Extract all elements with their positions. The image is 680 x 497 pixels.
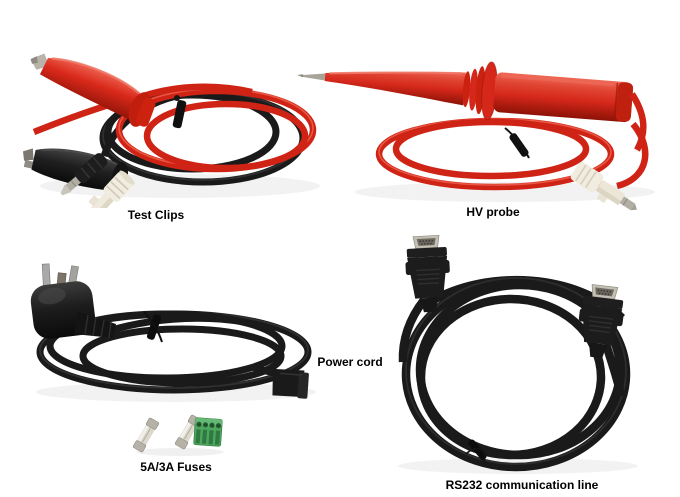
fuses-label: 5A/3A Fuses	[140, 460, 212, 474]
hv-probe-body	[297, 61, 634, 123]
fuse	[132, 417, 160, 453]
terminal-block	[193, 417, 223, 447]
hv-probe-label: HV probe	[466, 205, 520, 219]
shadow	[136, 448, 224, 456]
hv-probe-cable-over	[629, 92, 647, 152]
test-clips-label: Test Clips	[127, 208, 185, 222]
db9-connector-right	[578, 284, 624, 359]
banana-plug	[60, 153, 108, 196]
shadow	[355, 182, 655, 202]
red-alligator-clip	[30, 53, 156, 127]
power-cord-label: Power cord	[317, 355, 383, 369]
fuse	[174, 414, 202, 450]
test-clips-cables	[32, 83, 317, 186]
cable-tie	[172, 95, 187, 129]
power-plug	[30, 263, 116, 339]
rs232-cable-image	[398, 234, 638, 474]
probe-tip-connector	[84, 170, 135, 208]
test-clips-image	[23, 53, 320, 208]
power-cord-image	[30, 263, 316, 402]
cable-tie	[504, 127, 530, 159]
cable-tie	[465, 439, 487, 463]
hv-probe-plug-connector	[570, 162, 637, 211]
power-cord-cable	[36, 310, 312, 394]
rs232-label: RS232 communication line	[445, 478, 599, 492]
db9-connector-left	[405, 234, 450, 313]
iec-connector	[272, 368, 309, 399]
fuses-image	[132, 414, 224, 456]
hv-probe-image	[297, 61, 655, 211]
cable-tie	[143, 311, 163, 343]
